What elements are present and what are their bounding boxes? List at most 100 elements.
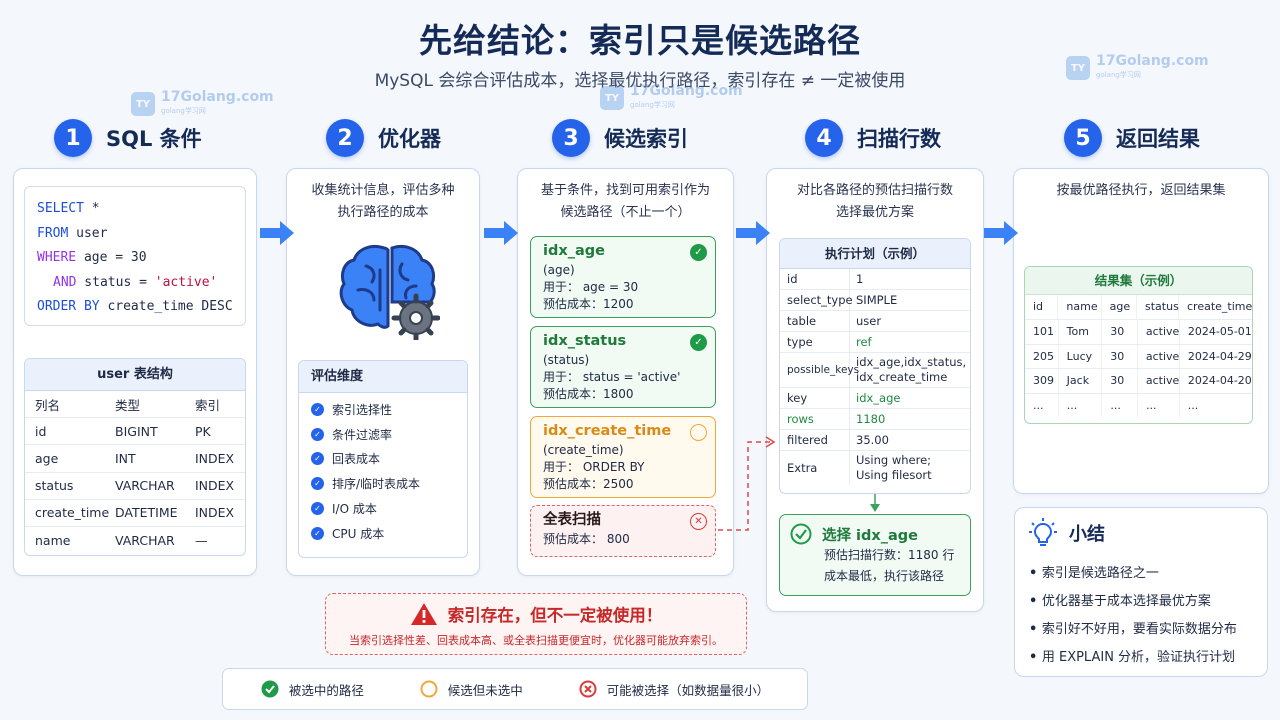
legend-label: 可能被选择（如数据量很小） [606,682,770,698]
watermark-text: 17Golang.com [161,89,274,105]
list-item-label: I/O 成本 [332,502,377,517]
candidate-columns: (create_time) [543,443,624,457]
user-schema-table: user 表结构 列名 类型 索引 id BIGINT PK age INT I… [24,358,246,556]
watermark: TY 17Golang.com golang学习网 [131,90,274,118]
legend: 被选中的路径 候选但未选中 可能被选择（如数据量很小） [222,668,808,710]
table-cell: Tom [1059,319,1103,344]
description-line: 候选路径（不止一个） [560,205,691,220]
check-icon: ✓ [311,402,324,416]
plan-value: idx_age,idx_status, idx_create_time [856,355,967,384]
legend-item-candidate: 候选但未选中 [420,680,523,699]
column-header: age [1102,295,1137,319]
sql-text: user [68,225,108,241]
summary-title: 小结 [1069,524,1105,545]
column-header: 索引 [195,397,221,413]
candidate-idx-age: idx_age (age) 用于： age = 30 预估成本：1200 ✓ [530,236,716,318]
legend-item-chosen: 被选中的路径 [261,680,364,699]
watermark-logo-icon: TY [131,92,155,116]
candidate-idx-create-time: idx_create_time (create_time) 用于： ORDER … [530,416,716,498]
result-set-table: 结果集（示例） id name age status create_time 1… [1024,266,1253,424]
warning-triangle-icon [410,603,437,625]
pending-circle-icon [690,424,707,441]
optimizer-description: 收集统计信息，评估多种 执行路径的成本 [286,180,480,224]
cross-circle-icon [579,680,597,698]
watermark-sub: golang学习网 [161,107,206,115]
plan-key: Extra [780,451,850,485]
plan-value: ref [856,334,872,349]
plan-value: 1180 [856,411,886,426]
column-header: 列名 [35,397,61,413]
candidate-cost: 预估成本：2500 [543,477,634,491]
description-line: 基于条件，找到可用索引作为 [540,183,710,198]
summary-item: 优化器基于成本选择最优方案 [1029,588,1253,616]
table-row: age INT INDEX [25,445,245,473]
step-header-3: 3 候选索引 [552,118,688,158]
table-cell: ... [1025,394,1059,419]
plan-value: Using where; Using filesort [856,453,932,482]
list-item: ✓条件过滤率 [299,422,467,447]
sql-text: age = 30 [76,250,147,265]
summary-item: 用 EXPLAIN 分析，验证执行计划 [1029,644,1253,672]
candidate-full-scan: 全表扫描 预估成本： 800 ✕ [530,505,716,557]
list-item: ✓I/O 成本 [299,496,467,521]
table-cell: INDEX [195,505,235,521]
plan-value: 35.00 [856,432,889,447]
plan-value: user [856,313,882,328]
plan-key: type [780,332,850,352]
sql-keyword: WHERE [37,250,77,265]
table-row: status VARCHAR INDEX [25,473,245,500]
step-number: 5 [1064,119,1102,157]
evaluation-dimensions: 评估维度 ✓索引选择性 ✓条件过滤率 ✓回表成本 ✓排序/临时表成本 ✓I/O … [298,360,468,558]
sql-code-block: SELECT * FROM user WHERE age = 30 AND st… [24,186,246,326]
check-circle-icon [790,523,812,545]
column-header: status [1137,295,1179,319]
step-header-5: 5 返回结果 [1064,118,1200,158]
candidate-name: idx_age [543,243,605,259]
table-title: 结果集（示例） [1025,267,1252,295]
chosen-path-rows: 预估扫描行数：1180 行 [824,548,955,562]
flow-arrow-icon [984,221,1018,245]
step-title: 优化器 [378,127,441,151]
table-cell: 30 [1102,344,1138,369]
pending-circle-icon [420,680,438,698]
table-cell: ... [1059,394,1103,419]
flow-arrow-icon [484,221,518,245]
table-row: id BIGINT PK [25,418,245,446]
step-header-4: 4 扫描行数 [805,118,941,158]
plan-key: filtered [780,430,850,450]
table-cell: BIGINT [115,423,158,439]
legend-label: 候选但未选中 [447,682,523,698]
candidate-columns: (age) [543,263,575,277]
candidate-usage: 用于： status = 'active' [543,370,681,384]
list-item-label: 条件过滤率 [332,427,393,442]
step-number: 3 [552,119,590,157]
list-item: ✓索引选择性 [299,397,467,422]
step-number: 1 [54,119,92,157]
table-title: user 表结构 [25,359,245,391]
step-title: 扫描行数 [857,127,941,151]
table-cell: VARCHAR [115,478,175,494]
table-cell: 205 [1025,344,1059,369]
sql-text: status = [76,274,155,290]
table-cell: 309 [1025,369,1059,394]
warning-title: 索引存在，但不一定被使用！ [447,606,663,625]
list-item-label: CPU 成本 [332,526,385,541]
description-line: 收集统计信息，评估多种 [311,183,455,198]
page-subtitle: MySQL 会综合评估成本，选择最优执行路径，索引存在 ≠ 一定被使用 [374,71,906,91]
table-cell: INDEX [195,450,235,466]
summary-card: 小结 索引是候选路径之一 优化器基于成本选择最优方案 索引好不好用，要看实际数据… [1014,507,1268,677]
watermark-text: 17Golang.com [1096,53,1209,69]
table-row: 309 Jack 30 active 2024-04-20 [1025,369,1252,395]
step-header-2: 2 优化器 [326,118,441,158]
chosen-path-note: 成本最低，执行该路径 [824,569,945,583]
candidate-name: idx_create_time [543,423,672,439]
table-cell: ... [1102,394,1139,419]
watermark-logo-icon: TY [1066,56,1090,80]
table-cell: 2024-04-29 [1187,349,1252,363]
